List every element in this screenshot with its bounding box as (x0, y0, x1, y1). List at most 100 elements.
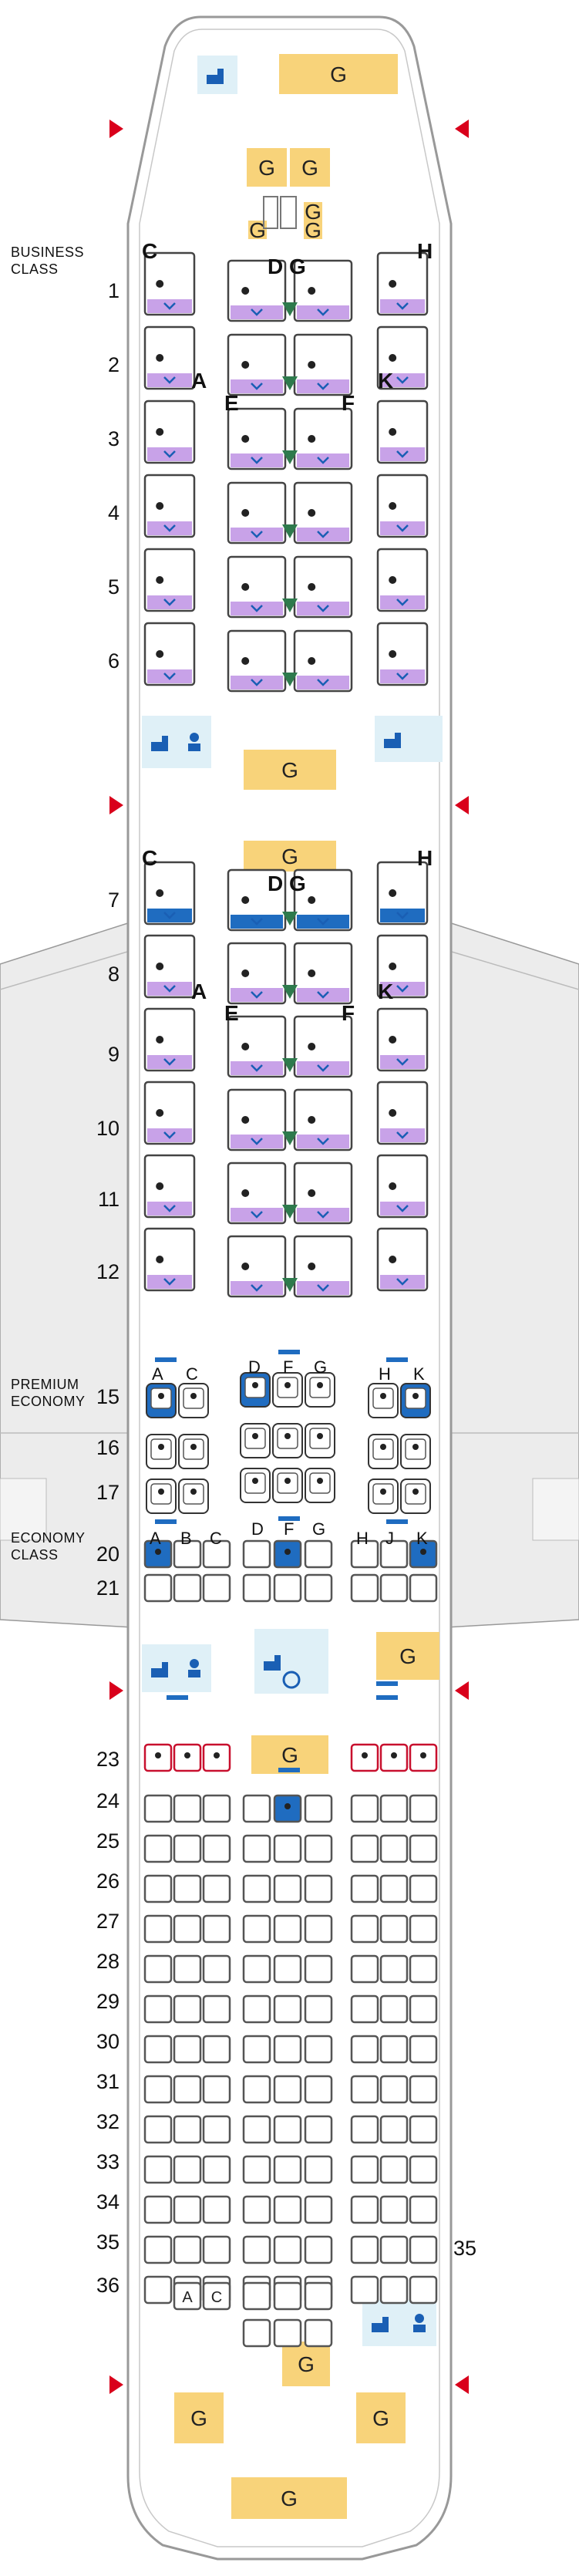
toilet-icon (384, 733, 401, 748)
economy-seat (202, 1874, 231, 1903)
seat-indicator (252, 1478, 258, 1484)
seat-shell (409, 2075, 438, 2104)
row-label: 34 (96, 2190, 120, 2214)
galley-label: G (281, 758, 298, 782)
seat-accent (380, 299, 425, 313)
bassinet-marker-icon (376, 1695, 398, 1700)
economy-seat (379, 2115, 409, 2144)
economy-seat (173, 2235, 202, 2264)
row-label: 31 (96, 2070, 120, 2093)
economy-seat (379, 2155, 409, 2184)
business-seat-center-right (293, 1088, 353, 1151)
economy-seat (202, 1539, 231, 1569)
galley-icon (376, 1632, 439, 1680)
seat-indicator (308, 287, 316, 295)
seat-shell (202, 2035, 231, 2064)
seat-shell (350, 2115, 379, 2144)
seat-shell (143, 2235, 173, 2264)
seat-accent (380, 669, 425, 683)
economy-seat (350, 2115, 379, 2144)
galley-icon (251, 1735, 328, 1774)
column-letter-dg: D G (268, 255, 306, 278)
seat-shell (350, 1874, 379, 1903)
row-label: 23 (96, 1748, 120, 1771)
seat-shell (202, 2155, 231, 2184)
business-seat-window-right (376, 622, 429, 686)
bassinet-marker-icon (278, 1516, 300, 1521)
premium-col-f: F (283, 1357, 294, 1377)
galley-icon (304, 221, 322, 239)
seat-indicator (241, 896, 250, 904)
row-label: 9 (107, 1043, 120, 1066)
seat-accent (231, 988, 283, 1002)
economy-seat (379, 2035, 409, 2064)
seat-accent (297, 1208, 349, 1222)
chevron-icon (251, 1064, 263, 1072)
economy-seat (304, 2035, 333, 2064)
seat-shell (143, 1573, 173, 1603)
seat-shell (379, 2275, 409, 2305)
economy-seat (409, 1874, 438, 1903)
exit-arrow-icon (109, 796, 123, 814)
seat-shell (242, 1994, 271, 2024)
business-seat-window-left (143, 1154, 196, 1219)
seat-shell (350, 2155, 379, 2184)
exit-arrow-icon (455, 1681, 469, 1700)
economy-seat (304, 2075, 333, 2104)
economy-seat (143, 2035, 173, 2064)
seat-shell (409, 2235, 438, 2264)
row-label: 17 (96, 1481, 120, 1504)
chevron-icon (251, 679, 263, 686)
premium-col-k: K (413, 1364, 425, 1384)
row-label: 25 (96, 1829, 120, 1853)
seat-shell (273, 2318, 302, 2348)
chevron-icon (251, 605, 263, 612)
chevron-icon (163, 376, 176, 384)
toilet-icon (151, 1662, 168, 1677)
seat-shell (242, 1539, 271, 1569)
seat-shell (202, 2195, 231, 2224)
galley-label: G (258, 156, 275, 180)
economy-seat (379, 1834, 409, 1863)
premium-seat (272, 1423, 303, 1458)
chevron-icon (396, 598, 409, 606)
business-seat-window-right (376, 325, 429, 390)
economy-seat (273, 2235, 302, 2264)
seat-indicator (214, 1752, 220, 1758)
business-seat-window-right (376, 1154, 429, 1219)
baby-changing-icon (413, 2325, 426, 2332)
economy-seat (242, 1794, 271, 1823)
premium-seat (368, 1479, 399, 1514)
seat-accent (231, 453, 283, 467)
economy-seat (143, 1573, 173, 1603)
economy-seat (173, 1834, 202, 1863)
divider-triangle-icon (282, 1205, 298, 1219)
economy-col-f: F (284, 1519, 295, 1539)
seat-shell (379, 1794, 409, 1823)
seat-shell (143, 1874, 173, 1903)
seat-indicator (241, 1189, 250, 1197)
seat-indicator (284, 1478, 291, 1484)
premium-seat (240, 1423, 271, 1458)
economy-seat (273, 1573, 302, 1603)
wheelchair-lavatory-icon (282, 1671, 301, 1689)
premium-seat (178, 1383, 209, 1418)
business-seat-window-right (376, 934, 429, 999)
seat-shell (143, 1994, 173, 2024)
chevron-icon (317, 383, 329, 390)
business-seat-window-left (143, 474, 196, 538)
economy-seat-36a (173, 2281, 202, 2311)
economy-seat (409, 1994, 438, 2024)
business-seat-window-left (143, 1081, 196, 1145)
seat-shell (202, 1834, 231, 1863)
seat-shell (242, 1794, 271, 1823)
seat-indicator (389, 963, 397, 970)
seat-shell (304, 2281, 333, 2311)
row-label: 32 (96, 2110, 120, 2133)
economy-seat (242, 2195, 271, 2224)
seat-shell (143, 2115, 173, 2144)
row-label: 3 (107, 427, 120, 450)
seat-indicator (317, 1478, 323, 1484)
seat-indicator (308, 896, 316, 904)
chevron-icon (317, 918, 329, 926)
